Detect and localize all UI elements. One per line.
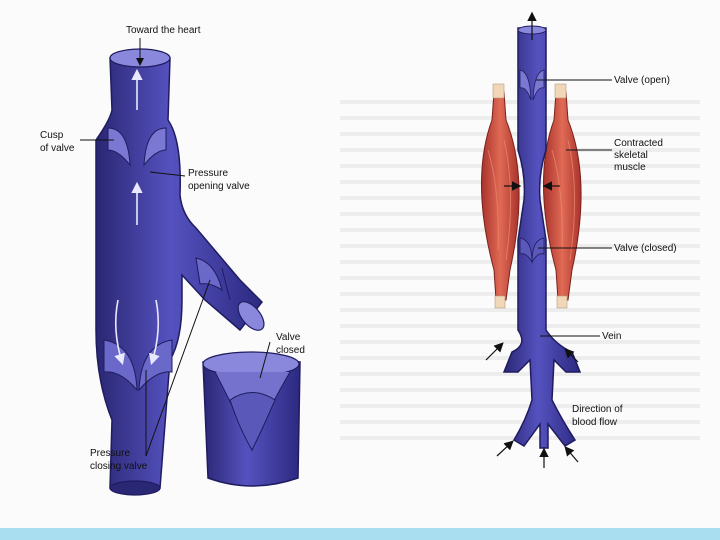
label-contracted-line1: Contracted bbox=[614, 138, 663, 149]
left-vein-bottom-opening bbox=[109, 480, 161, 496]
label-vein: Vein bbox=[602, 331, 621, 342]
label-valve-closed-line1: Valve bbox=[276, 332, 301, 343]
upper-valve-cusp-left bbox=[107, 127, 131, 167]
label-valve-open: Valve (open) bbox=[614, 75, 670, 86]
right-valve-open bbox=[519, 69, 545, 101]
label-contracted-line3: muscle bbox=[614, 162, 646, 173]
left-flow-arrows bbox=[114, 68, 160, 366]
label-cusp-line1: Cusp bbox=[40, 130, 64, 141]
bottom-band bbox=[0, 528, 720, 540]
label-pressure-opening-line1: Pressure bbox=[188, 168, 228, 179]
right-leader-lines bbox=[536, 79, 612, 337]
right-valve-closed bbox=[519, 237, 545, 264]
label-toward-heart: Toward the heart bbox=[126, 25, 201, 36]
label-direction-line1: Direction of bbox=[572, 404, 623, 415]
upper-valve-cusp-right bbox=[143, 127, 167, 167]
label-pressure-closing-line1: Pressure bbox=[90, 448, 130, 459]
label-valve-closed-line2: closed bbox=[276, 345, 305, 356]
right-muscle-pump-diagram: Valve (open) Contracted skeletal muscle … bbox=[480, 11, 677, 468]
left-leader-lines bbox=[80, 38, 271, 457]
label-direction-line2: blood flow bbox=[572, 417, 618, 428]
left-vein-body bbox=[95, 52, 264, 489]
valve-closed-cross-section bbox=[202, 351, 301, 487]
label-pressure-closing-line2: closing valve bbox=[90, 461, 148, 472]
branch-valve-cusps bbox=[195, 257, 231, 301]
left-vein-diagram: Toward the heart Cusp of valve Pressure … bbox=[40, 25, 305, 496]
label-valve-closed: Valve (closed) bbox=[614, 243, 677, 254]
right-direction-arrows bbox=[485, 11, 579, 468]
left-branch-opening bbox=[237, 301, 265, 331]
label-pressure-opening-line2: opening valve bbox=[188, 181, 250, 192]
label-contracted-line2: skeletal bbox=[614, 150, 648, 161]
label-cusp-line2: of valve bbox=[40, 143, 75, 154]
left-skeletal-muscle bbox=[480, 83, 520, 309]
